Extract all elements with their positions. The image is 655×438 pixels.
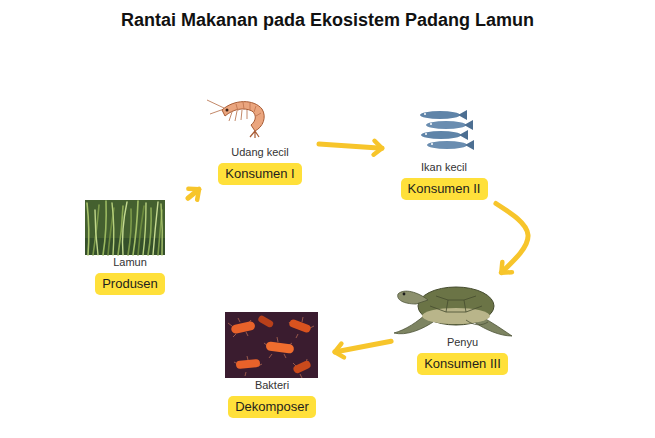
fish-picture — [420, 110, 474, 150]
organism-node: Ikan kecilKonsumen II — [391, 105, 497, 200]
turtle-picture — [394, 287, 512, 336]
organism-name: Ikan kecil — [391, 160, 497, 174]
food-chain-arrow — [188, 189, 199, 198]
trophic-level-label: Konsumen III — [417, 353, 508, 375]
diagram-title: Rantai Makanan pada Ekosistem Padang Lam… — [0, 9, 655, 31]
bacteria-picture — [225, 312, 318, 378]
organism-name: Udang kecil — [206, 145, 314, 159]
organism-name: Bakteri — [218, 378, 326, 392]
food-chain-arrow — [335, 341, 391, 352]
organism-name: Penyu — [396, 335, 529, 349]
organism-node: BakteriDekomposer — [218, 310, 326, 418]
trophic-level-label: Konsumen II — [401, 178, 488, 200]
organism-node: LamunProdusen — [76, 195, 184, 295]
trophic-level-label: Dekomposer — [228, 396, 316, 418]
food-chain-arrow — [319, 144, 382, 148]
organism-name: Lamun — [76, 255, 184, 269]
trophic-level-label: Produsen — [95, 273, 165, 295]
seagrass-picture — [85, 200, 165, 255]
shrimp-picture — [207, 100, 264, 138]
organism-node: Udang kecilKonsumen I — [206, 95, 314, 185]
food-chain-arrow — [496, 204, 528, 273]
trophic-level-label: Konsumen I — [218, 163, 301, 185]
organism-node: PenyuKonsumen III — [396, 280, 529, 375]
title-area: Rantai Makanan pada Ekosistem Padang Lam… — [0, 0, 655, 31]
